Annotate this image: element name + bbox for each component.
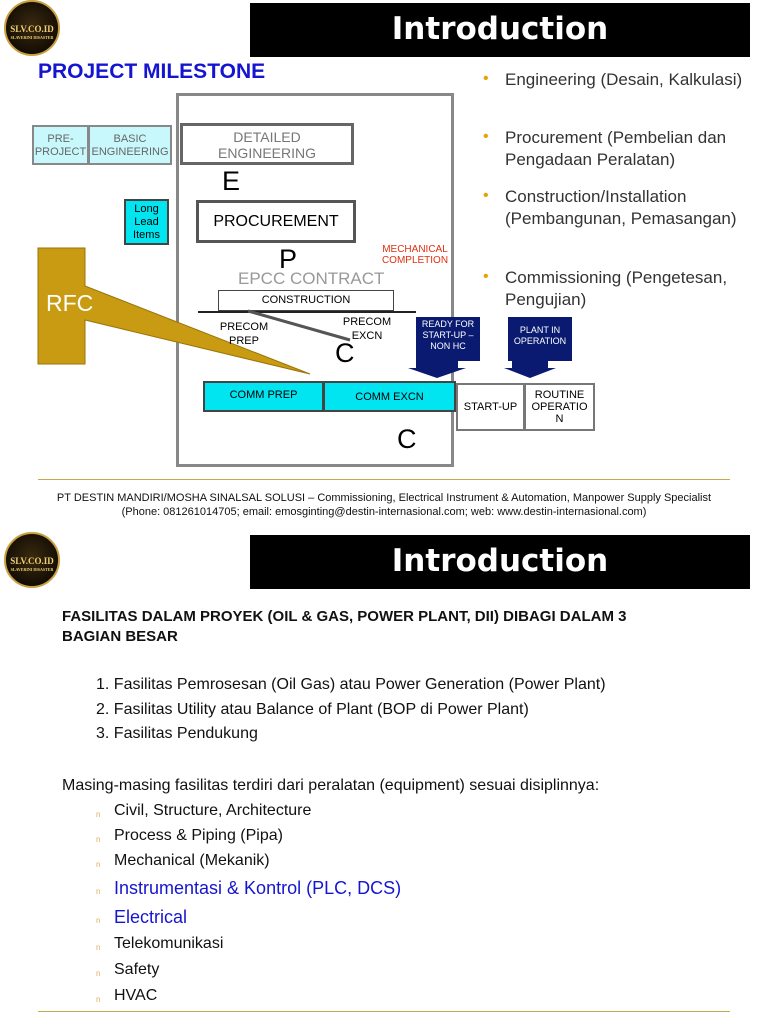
slide1-title: Introduction xyxy=(250,3,750,57)
square-bullet: n xyxy=(96,916,101,925)
bullet-dot: • xyxy=(483,187,489,204)
logo-text: SLV.CO.ID xyxy=(10,24,54,34)
rfc-callout-shape xyxy=(37,247,311,375)
startup-box: START-UP xyxy=(456,383,525,431)
facilities-heading-1: FASILITAS DALAM PROYEK (OIL & GAS, POWER… xyxy=(62,608,627,625)
discipline-hvac: HVAC xyxy=(114,987,158,1004)
letter-c-second: C xyxy=(397,424,417,454)
facility-item-3: 3. Fasilitas Pendukung xyxy=(96,725,258,742)
disciplines-intro: Masing-masing fasilitas terdiri dari per… xyxy=(62,777,600,794)
square-bullet: n xyxy=(96,860,101,869)
precom-slope-line xyxy=(247,309,351,342)
footer-divider-2 xyxy=(38,1011,730,1012)
precom-prep-label: PRECOM PREP xyxy=(219,321,269,347)
bullet-construction: Construction/Installation (Pembangunan, … xyxy=(505,187,737,228)
logo-tagline: SLAVERINI DISASTER xyxy=(10,567,54,572)
rfc-label: RFC xyxy=(46,290,94,316)
detailed-engineering-box: DETAILED ENGINEERING xyxy=(180,123,354,165)
company-logo: SLV.CO.ID SLAVERINI DISASTER xyxy=(4,0,60,56)
facility-item-1: 1. Fasilitas Pemrosesan (Oil Gas) atau P… xyxy=(96,676,606,693)
square-bullet: n xyxy=(96,969,101,978)
comm-excn-box: COMM EXCN xyxy=(323,381,456,412)
square-bullet: n xyxy=(96,835,101,844)
ready-for-startup-box: READY FOR START-UP – NON HC xyxy=(416,317,480,361)
discipline-telecom: Telekomunikasi xyxy=(114,935,224,952)
diagram-lines xyxy=(37,247,556,378)
bullet-dot: • xyxy=(483,128,489,145)
logo-tagline: SLAVERINI DISASTER xyxy=(10,35,54,40)
letter-c-first: C xyxy=(335,338,355,368)
discipline-safety: Safety xyxy=(114,961,160,978)
bullet-commissioning: Commissioning (Pengetesan, Pengujian) xyxy=(505,268,728,309)
discipline-process: Process & Piping (Pipa) xyxy=(114,827,283,844)
logo-text: SLV.CO.ID xyxy=(10,556,54,566)
letter-e: E xyxy=(222,166,241,196)
construction-box: CONSTRUCTION xyxy=(218,290,394,311)
routine-operation-box: ROUTINE OPERATIO N xyxy=(524,383,595,431)
construction-line xyxy=(198,311,416,313)
bullet-engineering: Engineering (Desain, Kalkulasi) xyxy=(505,70,743,89)
epcc-frame xyxy=(176,93,454,467)
letter-p: P xyxy=(279,244,298,274)
ready-arrow xyxy=(408,356,466,378)
bullet-procurement: Procurement (Pembelian dan Pengadaan Per… xyxy=(505,128,727,169)
square-bullet: n xyxy=(96,995,101,1004)
square-bullet: n xyxy=(96,810,101,819)
discipline-civil: Civil, Structure, Architecture xyxy=(114,802,312,819)
footer-company: PT DESTIN MANDIRI/MOSHA SINALSAL SOLUSI … xyxy=(56,492,712,504)
discipline-electrical: Electrical xyxy=(114,907,188,927)
comm-prep-box: COMM PREP xyxy=(203,381,324,412)
discipline-mechanical: Mechanical (Mekanik) xyxy=(114,852,270,869)
facilities-heading-2: BAGIAN BESAR xyxy=(62,628,178,645)
footer-divider xyxy=(38,479,730,480)
precom-excn-label: PRECOM EXCN xyxy=(342,316,392,342)
procurement-box: PROCUREMENT xyxy=(196,200,356,243)
footer-contact: (Phone: 081261014705; email: emosginting… xyxy=(121,506,647,518)
plant-in-operation-box: PLANT IN OPERATION xyxy=(508,317,572,361)
bullet-dot: • xyxy=(483,268,489,285)
plant-arrow xyxy=(504,356,556,378)
company-logo-2: SLV.CO.ID SLAVERINI DISASTER xyxy=(4,532,60,588)
square-bullet: n xyxy=(96,887,101,896)
epcc-contract-label: EPCC CONTRACT xyxy=(238,269,385,288)
project-milestone-heading: PROJECT MILESTONE xyxy=(38,60,266,83)
slide2-title: Introduction xyxy=(250,535,750,589)
long-lead-items-box: Long Lead Items xyxy=(124,199,169,245)
facility-item-2: 2. Fasilitas Utility atau Balance of Pla… xyxy=(96,701,529,718)
bullet-dot: • xyxy=(483,70,489,87)
discipline-instrumentation: Instrumentasi & Kontrol (PLC, DCS) xyxy=(114,878,402,898)
basic-engineering-box: BASIC ENGINEERING xyxy=(88,125,172,165)
mechanical-completion-label: MECHANICAL COMPLETION xyxy=(381,244,449,266)
square-bullet: n xyxy=(96,943,101,952)
